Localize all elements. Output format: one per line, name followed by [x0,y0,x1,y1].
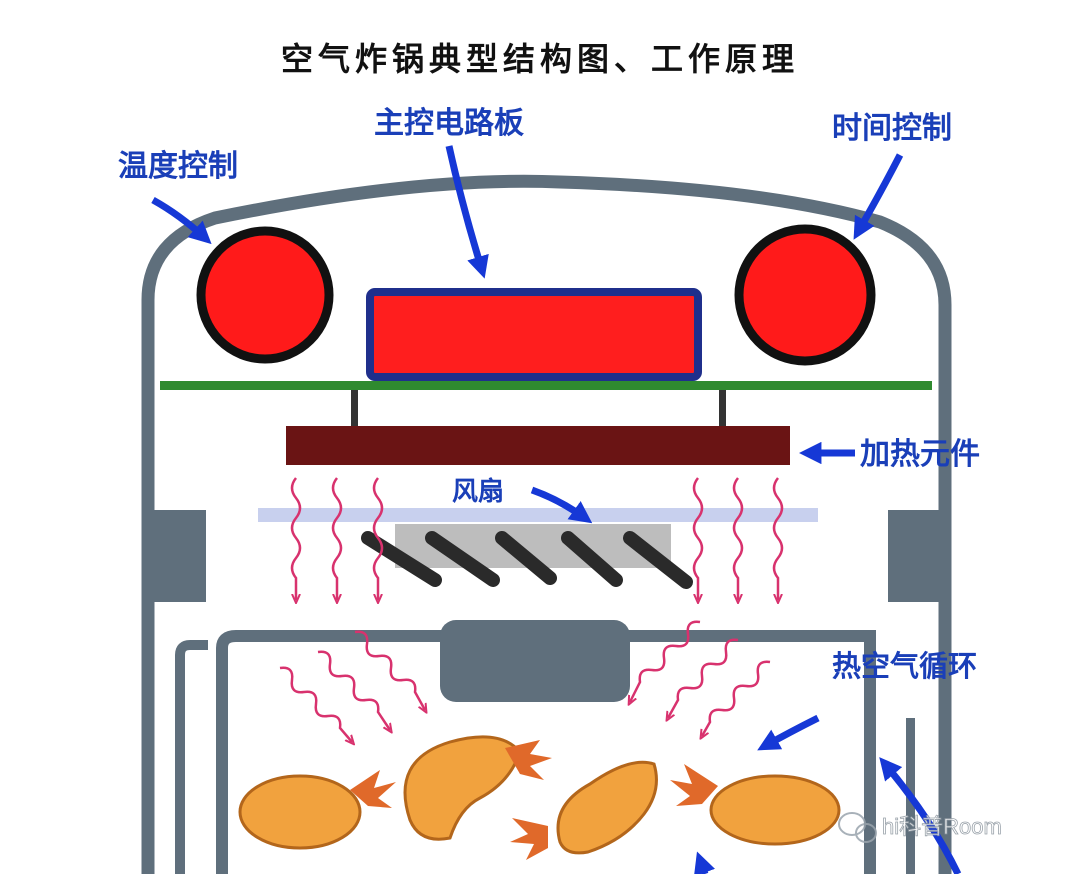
arrow-icon [530,486,593,524]
arrow-icon [853,153,904,240]
left-step [148,510,206,602]
basket [216,630,876,874]
shrimp-icon [238,770,396,850]
label-hot-air-circulation: 热空气循环 [832,649,977,683]
heat-waves-icon [279,477,784,742]
arrow-icon [879,757,962,874]
pcb-line [160,381,932,390]
label-fan: 风扇 [452,476,504,507]
label-heating-element: 加热元件 [860,437,980,472]
diagram-title: 空气炸锅典型结构图、工作原理 [281,40,799,78]
heater-support-left [351,390,358,426]
arrow-icon [151,196,212,245]
fan-blades-icon [361,531,693,589]
main-board-block [366,288,702,381]
arrow-icon [757,714,820,751]
shrimp-icon [510,760,658,860]
watermark: hi科普Room [838,812,1002,843]
watermark-text: hi科普Room [882,814,1002,839]
shrimp-icon [403,735,552,841]
vent-bar-1 [864,718,873,874]
shrimp-icon [670,764,841,846]
air-guide-plate [258,508,818,522]
label-main-board: 主控电路板 [374,106,524,141]
inner-wall-left [175,640,208,874]
arrow-icon [693,851,716,874]
label-time-control: 时间控制 [832,111,952,146]
label-arrows [151,145,962,874]
label-temperature-control: 温度控制 [118,149,238,184]
basket-connector [440,620,630,702]
right-step [888,510,946,602]
heater-support-right [719,390,726,426]
heating-element-bar [286,426,790,465]
vent-bar-3 [942,718,951,874]
wechat-icon [838,812,877,843]
temperature-knob-icon [196,226,334,364]
time-knob-icon [734,224,876,366]
arrow-icon [445,145,489,279]
